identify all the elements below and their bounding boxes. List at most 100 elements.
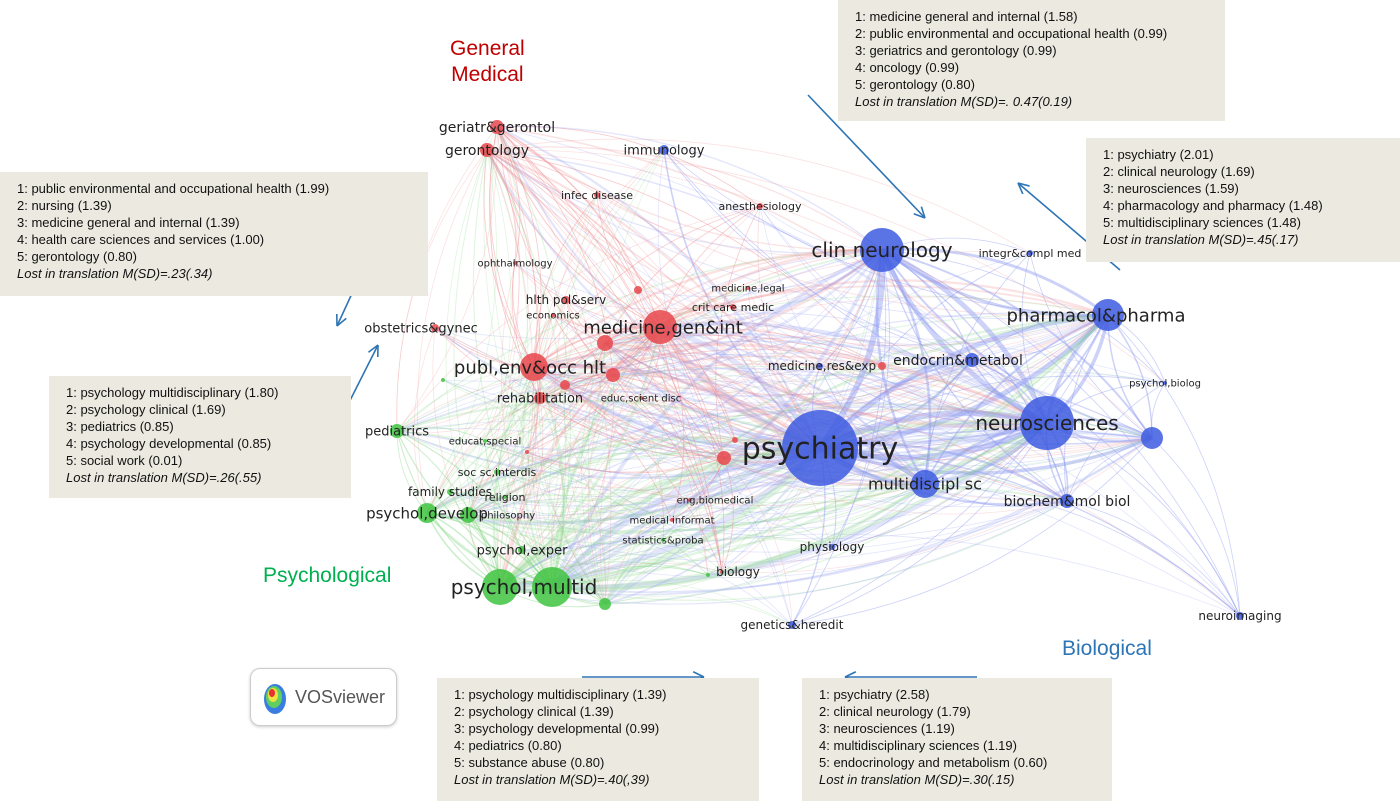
network-edge [539,390,821,449]
network-node[interactable] [1027,250,1033,256]
network-node[interactable] [483,439,487,443]
network-node[interactable] [480,143,494,157]
node-label-eng-biomedical: eng,biomedical [677,496,754,507]
network-edge [396,126,498,432]
network-node[interactable] [817,363,823,369]
network-edge [971,314,1109,361]
network-node[interactable] [720,570,724,574]
network-edge [659,248,883,329]
network-edge [539,397,565,588]
network-node[interactable] [788,621,796,629]
network-node[interactable] [670,518,674,522]
network-node[interactable] [757,203,763,209]
network-edge [1066,437,1153,502]
network-node[interactable] [482,569,518,605]
network-edge [486,149,734,308]
network-edge [486,149,736,441]
network-node[interactable] [560,380,570,390]
network-node[interactable] [599,598,611,610]
network-node[interactable] [746,286,750,290]
network-node[interactable] [594,192,600,198]
network-node[interactable] [525,450,529,454]
network-node[interactable] [417,503,437,523]
network-node[interactable] [518,546,526,554]
network-edge [604,422,1048,605]
network-edge [467,126,520,516]
network-node[interactable] [1236,612,1244,620]
network-node[interactable] [860,228,904,272]
network-node[interactable] [447,489,453,495]
network-edge [747,287,926,485]
network-edge [564,384,1068,508]
network-edge [396,426,486,442]
network-node[interactable] [1163,381,1167,385]
network-edge [521,422,1048,556]
network-node[interactable] [1060,494,1074,508]
network-edge [551,359,973,588]
network-edge [723,371,1166,459]
network-node[interactable] [441,378,445,382]
network-edge [521,500,1068,579]
network-node[interactable] [829,544,835,550]
network-edge [604,483,926,605]
network-node[interactable] [431,324,439,332]
network-edge [659,326,1241,617]
network-node[interactable] [534,392,546,404]
network-edge [707,422,1048,576]
network-node[interactable] [643,310,677,344]
network-node[interactable] [1020,396,1074,450]
network-node[interactable] [634,286,642,294]
network-edge [499,478,926,588]
network-node[interactable] [532,567,572,607]
network-edge [467,358,973,516]
network-node[interactable] [513,261,517,265]
network-edge [533,334,883,368]
network-node[interactable] [782,410,858,486]
network-node[interactable] [1141,427,1163,449]
network-node[interactable] [597,335,613,351]
network-edge [612,374,926,485]
network-node[interactable] [606,368,620,382]
network-node[interactable] [706,573,710,577]
network-edge [732,306,1109,346]
network-node[interactable] [659,145,669,155]
network-edge [449,447,821,508]
network-node[interactable] [551,313,555,317]
network-edge [791,422,1048,626]
network-edge [723,457,926,492]
network-edge [747,287,1048,424]
network-node[interactable] [730,304,736,310]
network-node[interactable] [460,507,476,523]
network-node[interactable] [911,470,939,498]
box-item: 2: nursing (1.39) [17,198,112,213]
cluster-label-line: General [450,37,525,60]
network-edge [467,500,1068,563]
network-edge [467,514,606,605]
network-node[interactable] [732,437,738,443]
network-edge [499,397,544,588]
network-edge [533,343,1048,425]
network-node[interactable] [965,353,979,367]
network-edge [539,296,1109,399]
network-node[interactable] [494,469,500,475]
network-edge [1064,314,1109,502]
network-node[interactable] [688,498,692,502]
network-node[interactable] [390,424,404,438]
annotation-box-biological-right: 1: psychiatry (2.01) 2: clinical neurolo… [1086,138,1400,262]
network-node[interactable] [878,362,886,370]
network-edge [533,366,606,605]
network-edge [514,262,926,485]
network-node[interactable] [639,396,643,400]
network-node[interactable] [717,451,731,465]
node-label-multidiscipl-sc: multidiscipl sc [868,475,982,494]
network-edge [1151,437,1241,617]
network-edge [732,306,1153,439]
network-node[interactable] [520,353,548,381]
network-node[interactable] [1092,299,1124,331]
network-node[interactable] [503,495,507,499]
network-edge [551,483,926,590]
network-node[interactable] [562,296,570,304]
network-edge [819,436,1153,475]
network-node[interactable] [490,120,504,134]
network-node[interactable] [661,538,665,542]
